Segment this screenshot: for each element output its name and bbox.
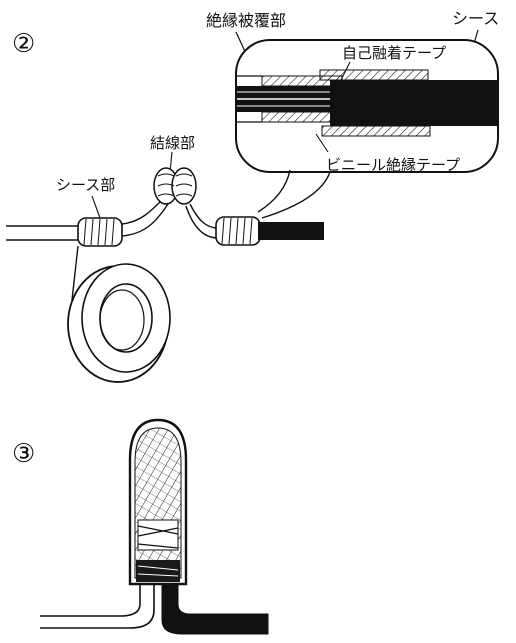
- callout-vinyl-tape-top: [319, 69, 429, 81]
- leader-vinyl-tape: [315, 133, 329, 153]
- step-2-number: ②: [12, 29, 35, 59]
- label-vinyl-tape: ビニール絶縁テープ: [326, 156, 460, 174]
- tape-roll: [67, 245, 171, 383]
- left-wire: [40, 584, 141, 617]
- leader-self-fusing-tape: [339, 61, 351, 83]
- junction: [153, 167, 197, 205]
- callout-pointer: [257, 169, 331, 219]
- left-sheath-tape: [77, 217, 123, 247]
- label-self-fusing-tape: 自己融着テープ: [342, 44, 446, 62]
- right-cable: [185, 203, 324, 246]
- label-sheath: シース: [452, 9, 499, 28]
- left-cable: [6, 199, 169, 247]
- step-3-number: ③: [12, 439, 35, 469]
- label-sheath-part: シース部: [56, 176, 115, 194]
- magnified-callout: [235, 39, 499, 219]
- right-black-sheath: [258, 222, 324, 240]
- label-insulation-coating: 絶縁被覆部: [206, 11, 286, 30]
- leader-sheath-part: [91, 195, 101, 219]
- callout-vinyl-tape-bottom: [321, 125, 431, 137]
- wrapped-junction: [40, 418, 269, 635]
- callout-sheath: [330, 80, 498, 126]
- label-connection: 結線部: [150, 134, 195, 152]
- right-wire: [161, 583, 269, 635]
